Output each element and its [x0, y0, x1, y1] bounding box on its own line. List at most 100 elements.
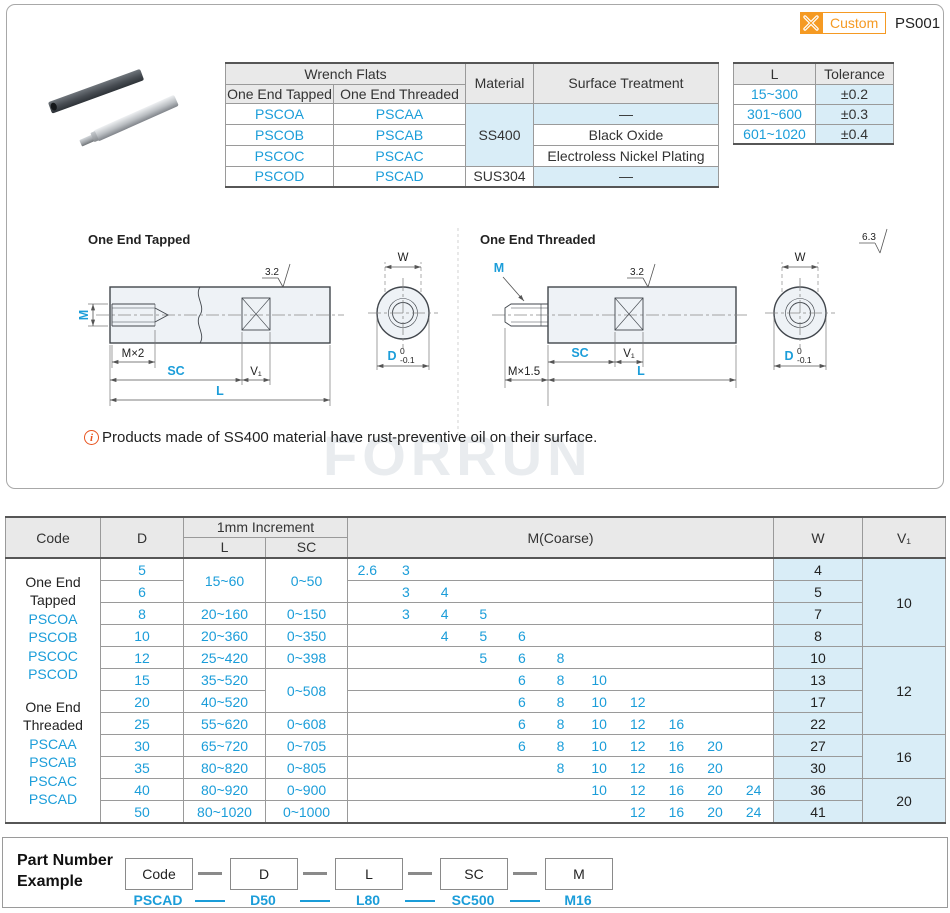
part-code: PSCOA — [28, 610, 78, 627]
custom-label: Custom — [822, 12, 887, 34]
tapped-shaft-image — [47, 68, 145, 114]
tolerance-value: ±0.2 — [815, 83, 894, 105]
m-value: 4 — [440, 583, 449, 600]
w-value: 7 — [773, 602, 863, 625]
part-code: PSCOA — [225, 102, 334, 125]
dash-connector — [198, 872, 222, 875]
d-value: 10 — [100, 624, 184, 647]
w-value: 17 — [773, 690, 863, 713]
threaded-end-view: W D 0 -0.1 — [765, 252, 835, 370]
m-value: 20 — [707, 737, 723, 754]
w-value: 8 — [773, 624, 863, 647]
custom-badge[interactable]: Custom — [800, 12, 887, 34]
engineering-drawings: One End Tapped 3.2 M — [77, 228, 888, 442]
m-coarse-values: 4 5 6 — [347, 624, 774, 647]
w-header: W — [773, 516, 863, 559]
pn-example-value: D50 — [250, 892, 276, 908]
m-value: 8 — [556, 649, 565, 666]
m-value: 5 — [479, 649, 488, 666]
d-tolerance-lower: -0.1 — [797, 355, 812, 365]
dash-connector — [300, 900, 330, 902]
pn-example-value: PSCAD — [133, 892, 183, 908]
v1-value: 10 — [862, 557, 946, 647]
m-value: 16 — [668, 737, 685, 754]
sc-range: 0~508 — [265, 668, 348, 713]
m-value: 12 — [629, 715, 646, 732]
tapped-group-title: One End Tapped — [25, 573, 81, 609]
one-end-tapped-header: One End Tapped — [225, 83, 334, 104]
tapped-drawing: One End Tapped 3.2 M — [77, 232, 344, 406]
pn-example-value: SC500 — [451, 892, 495, 908]
d-value: 20 — [100, 690, 184, 713]
tolerance-value: ±0.3 — [815, 103, 894, 125]
d-value: 30 — [100, 734, 184, 757]
m-value: 8 — [556, 671, 565, 688]
surface-treatment-header: Surface Treatment — [533, 62, 719, 104]
sc-range: 0~350 — [265, 624, 348, 647]
page-part-code: PS001 — [895, 15, 941, 32]
m-value: 6 — [517, 627, 526, 644]
v1-value: 20 — [862, 778, 946, 824]
w-value: 10 — [773, 646, 863, 669]
d-value: 5 — [100, 557, 184, 581]
sc-range: 0~150 — [265, 602, 348, 625]
threaded-title: One End Threaded — [480, 232, 596, 247]
pn-field-box: M — [545, 858, 613, 890]
part-code: PSCOB — [28, 629, 78, 645]
m-value: 2.6 — [357, 561, 378, 578]
m-value: 4 — [440, 605, 449, 622]
dash-connector — [303, 872, 327, 875]
l-range: 301~600 — [733, 103, 816, 125]
m-value: 4 — [440, 627, 449, 644]
part-code: PSCAB — [333, 123, 466, 146]
m-value: 3 — [402, 583, 410, 600]
dim-sc-label: SC — [571, 346, 588, 360]
increment-header: 1mm Increment — [183, 516, 348, 538]
surface-value: Electroless Nickel Plating — [533, 144, 719, 167]
sc-range: 0~608 — [265, 712, 348, 735]
surface-value: — — [533, 102, 719, 125]
d-tolerance-upper: 0 — [797, 346, 802, 356]
m-value: 8 — [556, 715, 565, 732]
part-code: PSCAD — [28, 791, 78, 807]
d-value: 35 — [100, 756, 184, 779]
l-range: 15~60 — [183, 557, 266, 603]
d-tolerance-lower: -0.1 — [400, 355, 415, 365]
m-value: 10 — [591, 693, 607, 710]
dim-d-label: D — [387, 349, 396, 363]
sc-range: 0~50 — [265, 557, 348, 603]
w-value: 30 — [773, 756, 863, 779]
roughness-value: 3.2 — [630, 267, 644, 278]
part-code: PSCOB — [225, 123, 334, 146]
m-value: 5 — [479, 627, 488, 644]
w-value: 4 — [773, 557, 863, 581]
part-code: PSCOD — [28, 666, 78, 682]
m-value: 12 — [629, 693, 646, 710]
roughness-value: 3.2 — [265, 267, 279, 278]
m-value: 8 — [556, 737, 565, 754]
dim-m-label: M — [77, 310, 91, 320]
m-value: 8 — [556, 759, 565, 776]
d-value: 6 — [100, 580, 184, 603]
surface-value: Black Oxide — [533, 123, 719, 146]
part-code: PSCOD — [225, 165, 334, 188]
w-value: 27 — [773, 734, 863, 757]
m-value: 3 — [402, 605, 410, 622]
tolerance-table: L Tolerance 15~300 ±0.2 301~600 ±0.3 601… — [733, 62, 894, 145]
dash-connector — [510, 900, 540, 902]
